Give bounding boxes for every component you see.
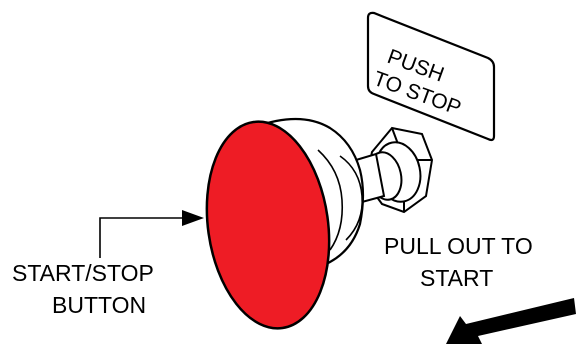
leader-arrowhead [182, 210, 204, 226]
push-to-stop-placard: PUSH TO STOP [366, 11, 496, 142]
pull-direction-arrow [446, 298, 576, 344]
placard-panel [366, 11, 496, 142]
cap-flare-line [317, 149, 344, 251]
start-stop-label-line2: BUTTON [52, 292, 146, 318]
leader-line [99, 217, 186, 258]
hex-nut-assembly [354, 126, 434, 214]
button-red-face [205, 120, 331, 330]
pull-out-label-line2: START [420, 265, 493, 291]
pull-out-label-line1: PULL OUT TO [384, 233, 533, 259]
mushroom-cap [205, 117, 365, 330]
start-stop-label-line1: START/STOP [12, 260, 154, 286]
button-leader [99, 210, 204, 258]
cap-rear-rim [339, 155, 363, 241]
